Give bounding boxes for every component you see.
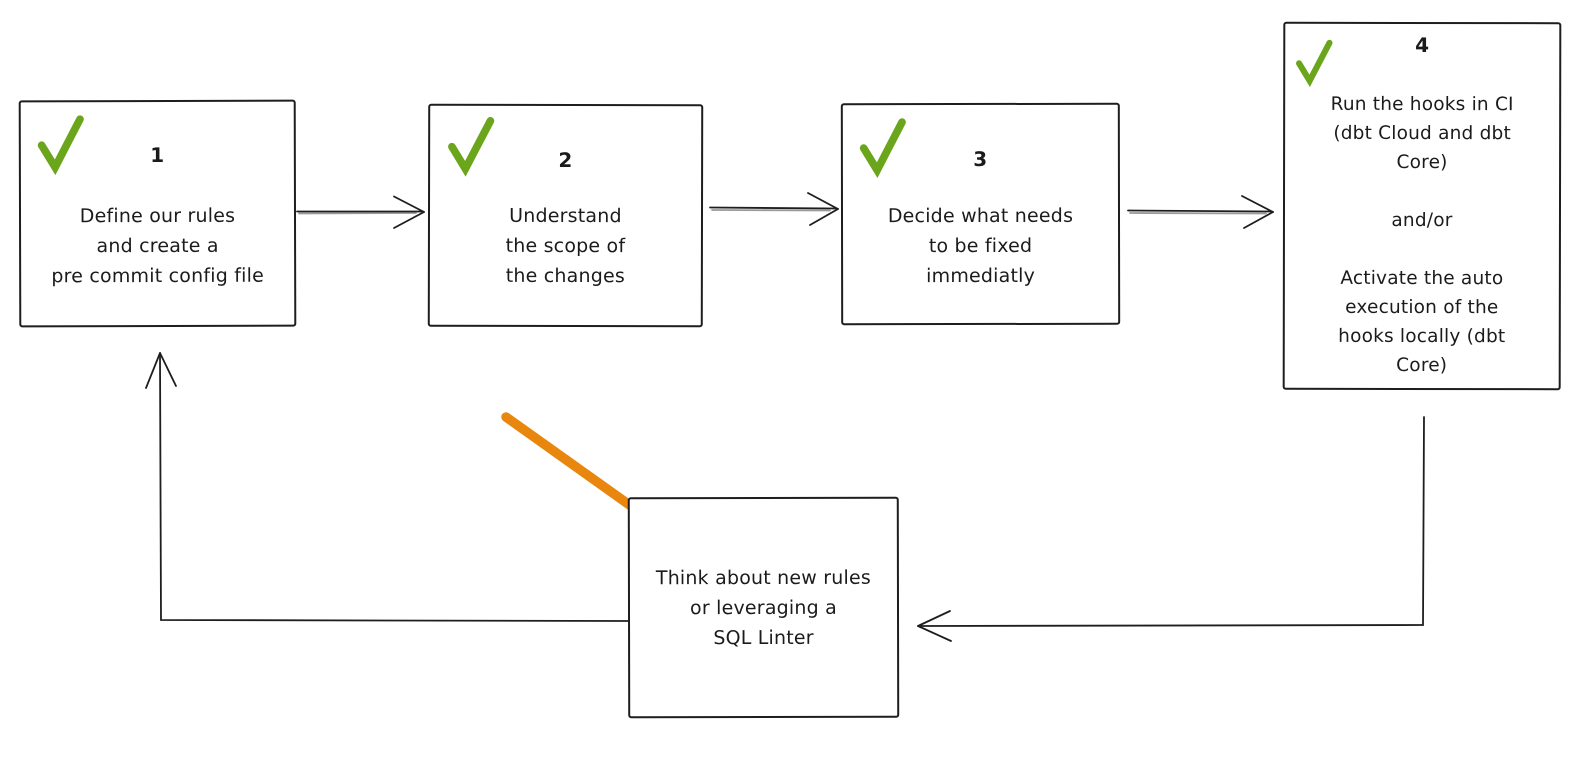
arrow-step4-to-loopbox [917,416,1425,642]
step-2-box: 2 Understand the scope of the changes [427,103,704,328]
checkmark-icon [1296,39,1333,87]
arrow-step2-to-step3 [709,192,839,226]
step-number: 2 [558,147,573,173]
arrow-step1-to-step2 [296,195,425,229]
step-4-box: 4 Run the hooks in CI (dbt Cloud and dbt… [1282,21,1562,391]
step-text: Understand the scope of the changes [505,204,626,288]
arrow-step3-to-step4 [1127,195,1274,229]
step-3-box: 3 Decide what needs to be fixed immediat… [840,102,1121,326]
loop-text: Think about new rules or leveraging a SQ… [655,566,872,650]
checkmark-icon [37,115,84,176]
loop-box: Think about new rules or leveraging a SQ… [627,496,900,719]
step-text: Run the hooks in CI (dbt Cloud and dbt C… [1330,93,1514,377]
step-number: 1 [150,142,165,168]
step-1-box: 1 Define our rules and create a pre comm… [18,99,297,328]
step-number: 4 [1415,32,1430,58]
checkmark-icon [448,117,495,177]
step-text: Decide what needs to be fixed immediatly [887,204,1074,288]
step-text: Define our rules and create a pre commit… [51,204,264,288]
arrow-loopbox-to-step1 [145,352,629,622]
step-number: 3 [973,146,988,172]
checkmark-icon [859,118,906,178]
